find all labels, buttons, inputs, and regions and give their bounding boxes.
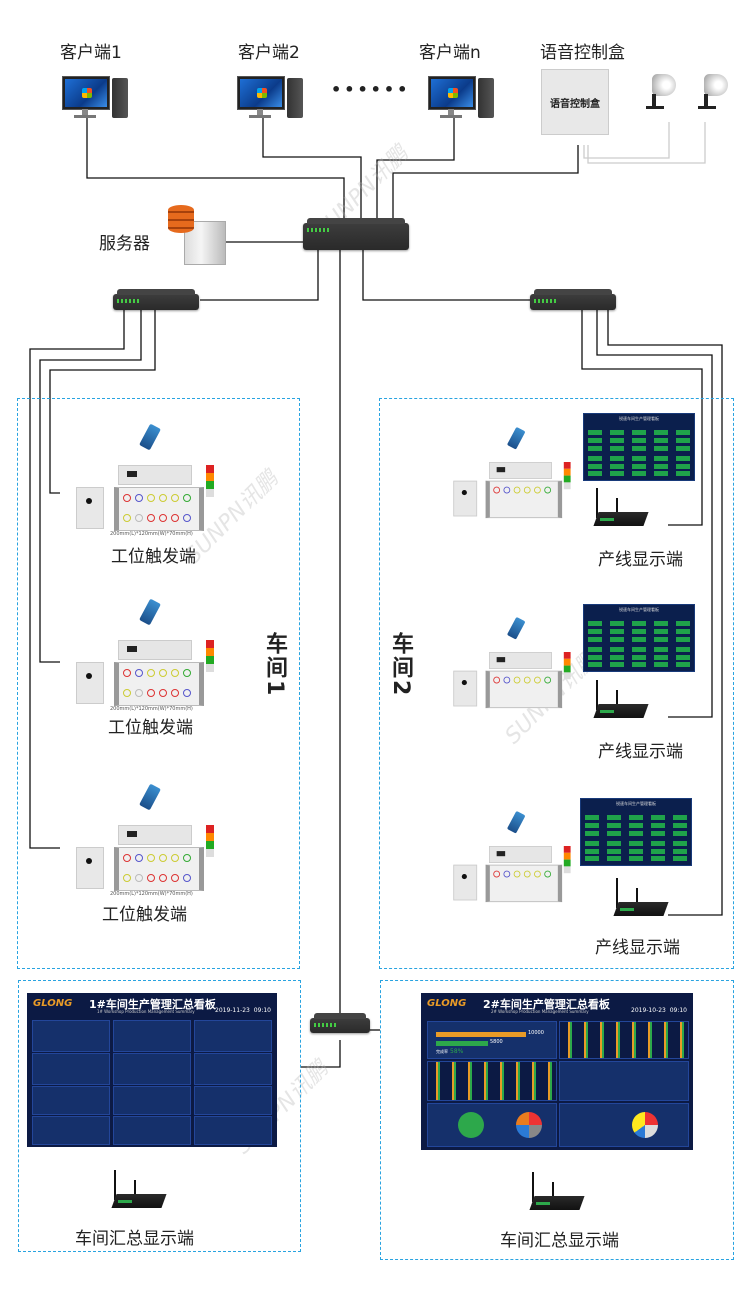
station-trigger-device[interactable] [453,426,642,522]
dashboard-datetime: 2019-10-23 09:10 [631,1007,687,1014]
board-title: 锐速车间生产管理看板 [619,416,659,421]
wire-router3 [607,310,723,916]
wire-router1 [581,310,703,526]
wire-station3 [29,310,125,849]
button-keypad-icon [114,662,204,706]
workshop2-label: 车间2 [388,632,413,698]
summary2-dashboard[interactable]: GLONG 2#车间生产管理汇总看板 2# Workshop Productio… [421,993,693,1150]
wire-right-switch [362,250,530,301]
station-trigger-device[interactable]: 200mm(L)*120mm(W)*70mm(H) [76,783,298,897]
wire-station1 [49,310,156,494]
line-display-board[interactable]: 锐速车间生产管理看板 [583,413,695,481]
clientn-label: 客户端n [419,43,481,63]
wire-summary1 [300,1040,341,1068]
router-icon [592,680,649,720]
signal-tower-light-icon [206,640,214,690]
voice-control-box[interactable]: 语音控制盒 [541,69,609,135]
client1-computer-icon[interactable] [62,76,132,118]
signal-tower-light-icon [206,825,214,875]
line-display-board[interactable]: 锐速车间生产管理看板 [580,798,692,866]
dashboard-title: 1#车间生产管理汇总看板 [89,998,216,1011]
workshop1-zone [17,398,300,969]
client2-computer-icon[interactable] [237,76,307,118]
wire-client1 [86,117,345,220]
station-trigger-device[interactable] [453,810,642,906]
voice-box-text: 语音控制盒 [550,98,600,110]
summary1-label: 车间汇总显示端 [75,1229,194,1249]
board-title: 锐速车间生产管理看板 [619,607,659,612]
left-switch-icon[interactable] [113,289,199,310]
more-clients-ellipsis: •••••• [331,80,411,99]
summary1-dashboard[interactable]: GLONG 1#车间生产管理汇总看板 1# Workshop Productio… [27,993,277,1147]
pir-sensor-icon [76,487,104,529]
station-trigger-device[interactable]: 200mm(L)*120mm(W)*70mm(H) [76,423,298,537]
line-display1-label: 产线显示端 [598,550,683,570]
workshop2-zone [379,398,734,969]
dashboard-datetime: 2019-11-23 09:10 [215,1007,271,1014]
wire-left-switch [200,250,319,301]
dashboard-subtitle: 2# Workshop Production Management Summar… [491,1009,589,1014]
limit-switch-icon [139,423,161,451]
station1-label: 工位触发端 [111,547,196,567]
button-keypad-icon [114,847,204,891]
dimension-label: 200mm(L)*120mm(W)*70mm(H) [110,891,193,897]
dashboard-title: 2#车间生产管理汇总看板 [483,998,610,1011]
workshop1-label: 车间1 [262,632,287,698]
station-trigger-device[interactable]: 200mm(L)*120mm(W)*70mm(H) [76,598,298,712]
summary2-zone [380,980,734,1260]
station3-label: 工位触发端 [102,905,187,925]
clientn-computer-icon[interactable] [428,76,498,118]
server-label: 服务器 [99,234,150,254]
wire-clientn [376,117,455,220]
logo: GLONG [427,998,467,1009]
station-trigger-device[interactable] [453,616,642,712]
completion-rate: 58% [450,1048,464,1055]
logo: GLONG [33,998,73,1009]
speaker-horn-icon [644,70,680,110]
station2-label: 工位触发端 [108,718,193,738]
limit-switch-icon [139,598,161,626]
dimension-label: 200mm(L)*120mm(W)*70mm(H) [110,531,193,537]
summary2-label: 车间汇总显示端 [500,1231,619,1251]
bottom-switch-icon[interactable] [310,1013,370,1033]
line-display3-label: 产线显示端 [595,938,680,958]
pir-sensor-icon [76,662,104,704]
dashboard-subtitle: 1# Workshop Production Management Summar… [97,1009,195,1014]
right-switch-icon[interactable] [530,289,616,310]
wire-station2 [39,310,142,663]
summary1-zone [18,980,301,1252]
pir-sensor-icon [76,847,104,889]
wire-voicebox [392,145,579,220]
speaker-horn-icon [696,70,732,110]
router-icon [528,1172,585,1212]
board-title: 锐速车间生产管理看板 [616,801,656,806]
button-keypad-icon [114,487,204,531]
voice-box-label: 语音控制盒 [540,43,625,63]
main-switch-icon[interactable] [303,218,409,250]
plan-value: 10000 [528,1030,544,1036]
signal-tower-light-icon [206,465,214,515]
line-display-board[interactable]: 锐速车间生产管理看板 [583,604,695,672]
wire-client2 [262,117,362,220]
done-value: 5800 [490,1039,503,1045]
router-icon [110,1170,167,1210]
client1-label: 客户端1 [60,43,122,63]
server-icon[interactable] [168,205,228,265]
router-icon [592,488,649,528]
line-display2-label: 产线显示端 [598,742,683,762]
router-icon [612,878,669,918]
client2-label: 客户端2 [238,43,300,63]
wire-router2 [596,310,713,718]
limit-switch-icon [139,783,161,811]
dimension-label: 200mm(L)*120mm(W)*70mm(H) [110,706,193,712]
